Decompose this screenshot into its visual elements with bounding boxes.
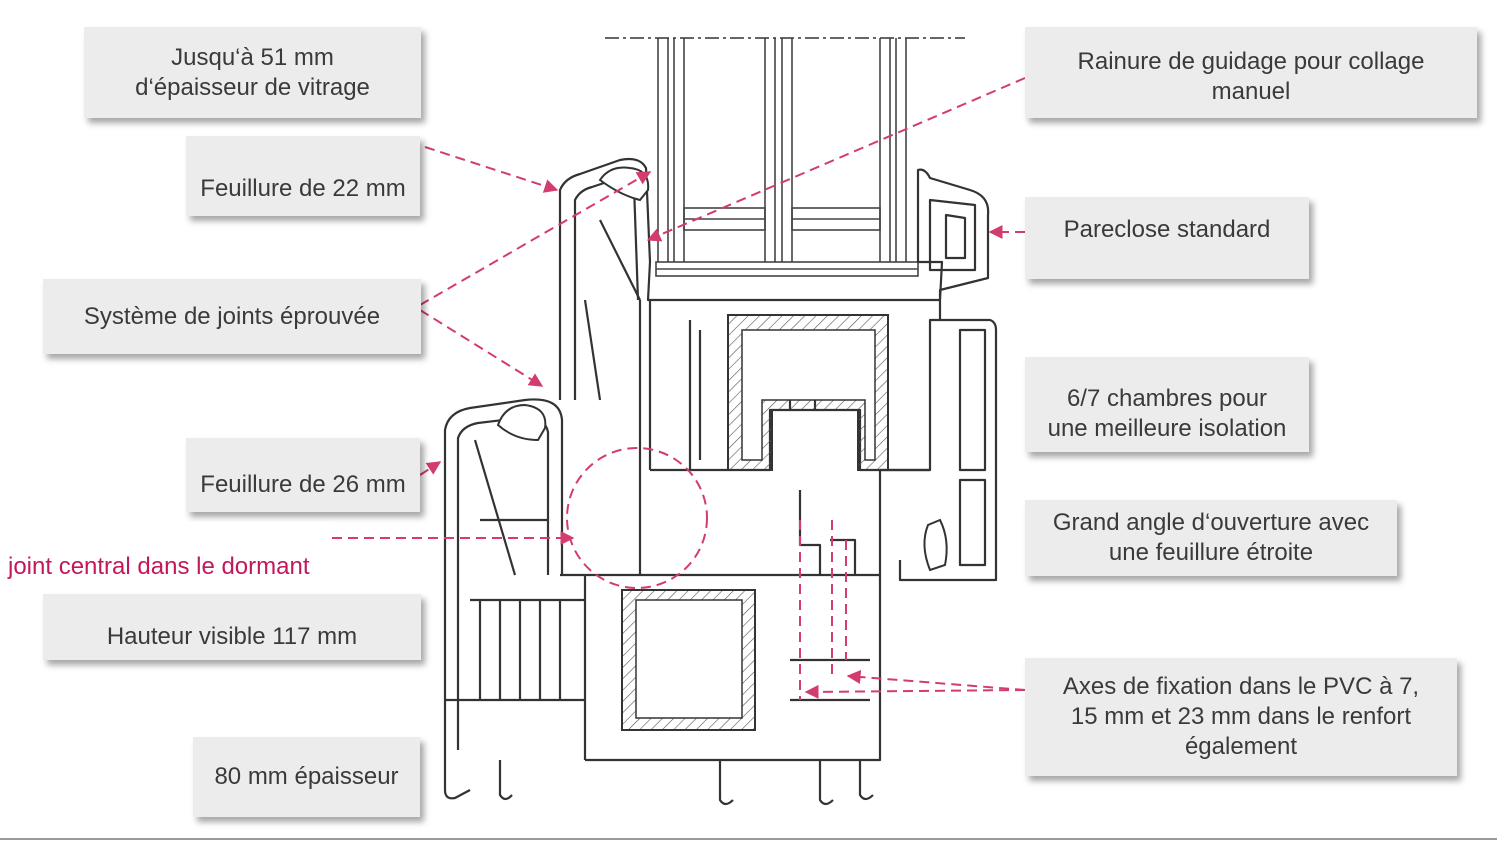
frame-reinforcement	[621, 589, 756, 731]
gasket-system-label: Système de joints éprouvée	[43, 279, 421, 354]
bottom-border	[0, 838, 1497, 840]
central-seal-panel	[182, 522, 332, 562]
visible-height-label: Hauteur visible 117 mm	[43, 594, 421, 660]
fixing-axes-label: Axes de fixation dans le PVC à 7, 15 mm …	[1025, 658, 1457, 776]
fixing-axis-lines	[799, 520, 847, 700]
chambers-label: 6/7 chambres pour une meilleure isolatio…	[1025, 357, 1309, 452]
glazing-unit	[655, 38, 919, 277]
central-seal-label: joint central dans le dormant	[8, 553, 310, 580]
frame-profile	[443, 318, 998, 806]
rebate-22-label: Feuillure de 22 mm	[186, 136, 420, 216]
depth-label: 80 mm épaisseur	[193, 737, 420, 817]
guide-groove-label: Rainure de guidage pour collage manuel	[1025, 27, 1477, 118]
glazing-bead-label: Pareclose standard	[1025, 197, 1309, 279]
opening-angle-label: Grand angle d‘ouverture avec une feuillu…	[1025, 500, 1397, 576]
glazing-thickness-label: Jusqu‘à 51 mm d‘épaisseur de vitrage	[84, 27, 421, 118]
rebate-26-label: Feuillure de 26 mm	[186, 438, 420, 512]
callout-arrows	[332, 77, 1026, 699]
sash-reinforcement	[727, 314, 889, 471]
central-seal-highlight	[566, 447, 708, 589]
